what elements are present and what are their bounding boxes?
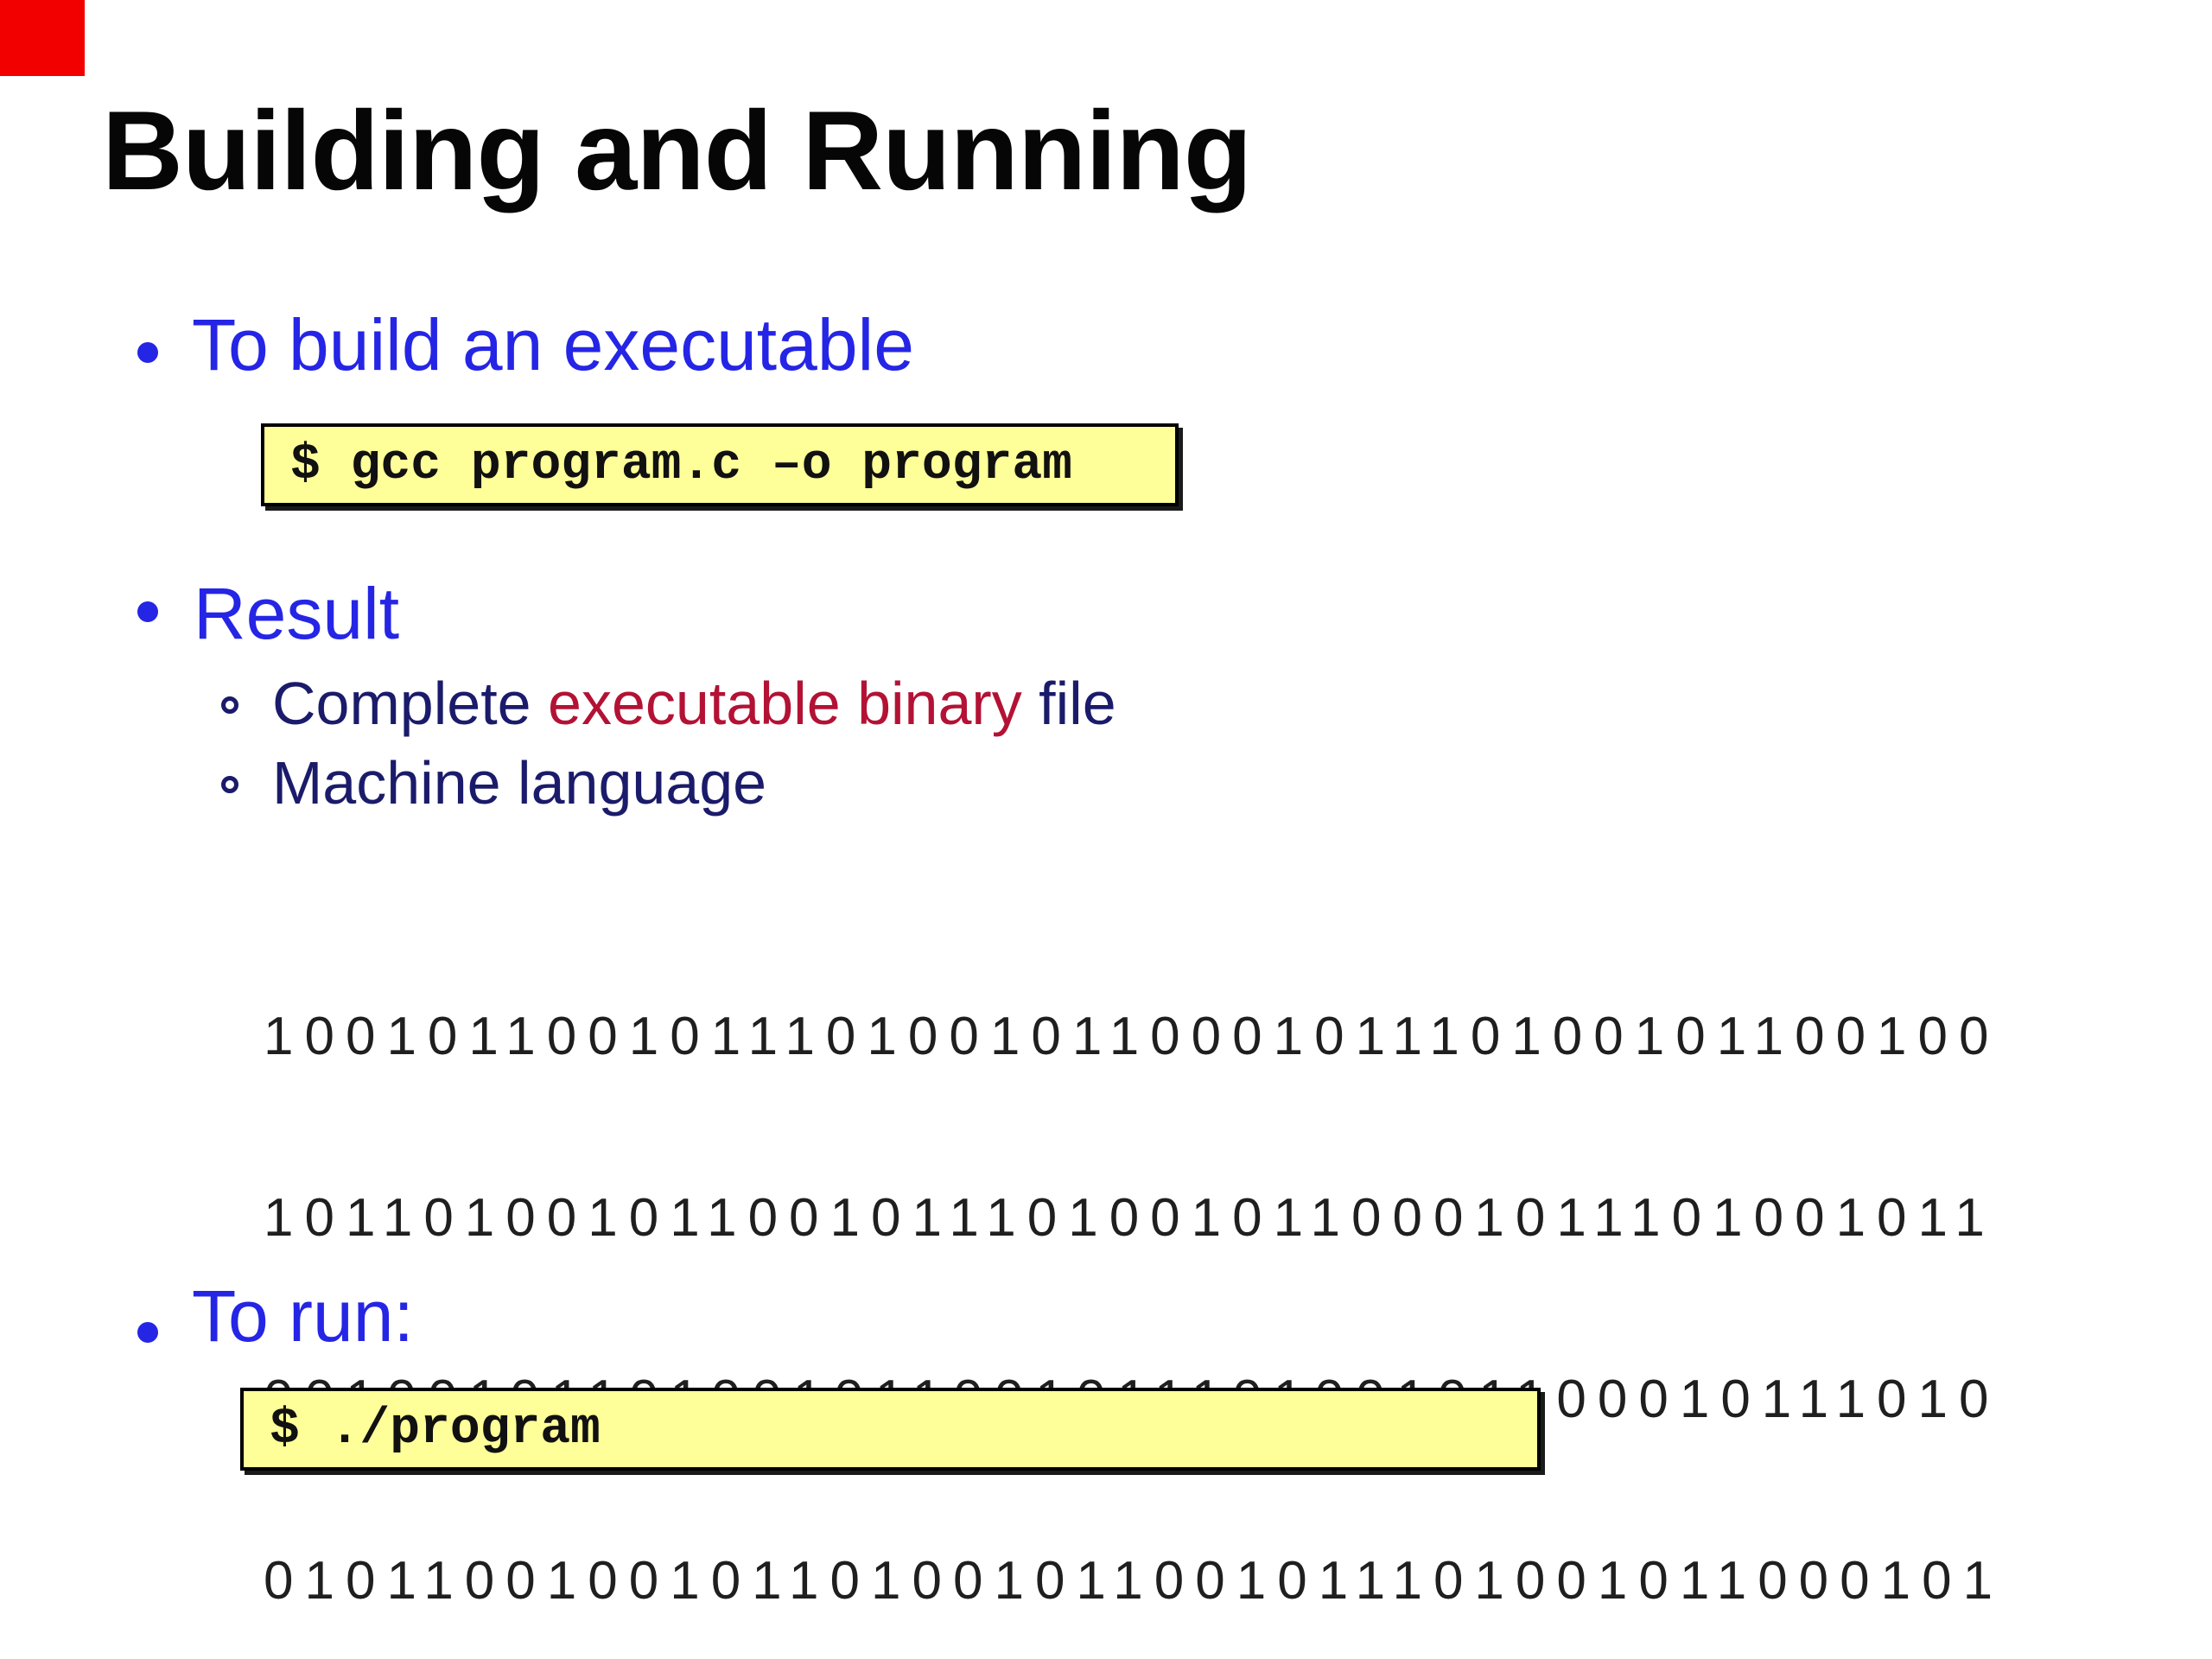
binary-line: 1001011001011101001011000101110100101100…: [264, 1007, 2000, 1066]
bullet-dot-icon: [137, 601, 158, 622]
bullet-build-label: To build an executable: [192, 304, 914, 385]
result-item-complete: Complete executable binary file: [272, 667, 1116, 740]
slide-title: Building and Running: [102, 87, 1252, 213]
code-run-command: $ ./program: [270, 1401, 601, 1458]
result-item1-part2: file: [1021, 670, 1116, 737]
sub-bullet-circle-icon: [221, 776, 238, 793]
sub-bullet-circle-icon: [221, 696, 238, 714]
bullet-dot-icon: [137, 1322, 158, 1343]
red-corner-marker: [0, 0, 85, 76]
result-item-machine-language: Machine language: [272, 749, 767, 817]
machine-code-binary-block: 1001011001011101001011000101110100101100…: [264, 886, 2004, 1659]
result-item1-part1: Complete: [272, 670, 549, 737]
code-build-command: $ gcc program.c –o program: [290, 436, 1072, 493]
bullet-result-label: Result: [194, 573, 400, 654]
code-box-run: $ ./program: [240, 1388, 1541, 1471]
result-item1-highlight: executable binary: [548, 670, 1022, 737]
binary-line: 0101100100101101001011001011101001011000…: [264, 1551, 2005, 1611]
bullet-run-label: To run:: [192, 1275, 414, 1357]
code-box-build: $ gcc program.c –o program: [261, 423, 1179, 506]
bullet-dot-icon: [137, 342, 158, 363]
binary-line: 1011010010110010111010010110001011101001…: [264, 1188, 1996, 1248]
